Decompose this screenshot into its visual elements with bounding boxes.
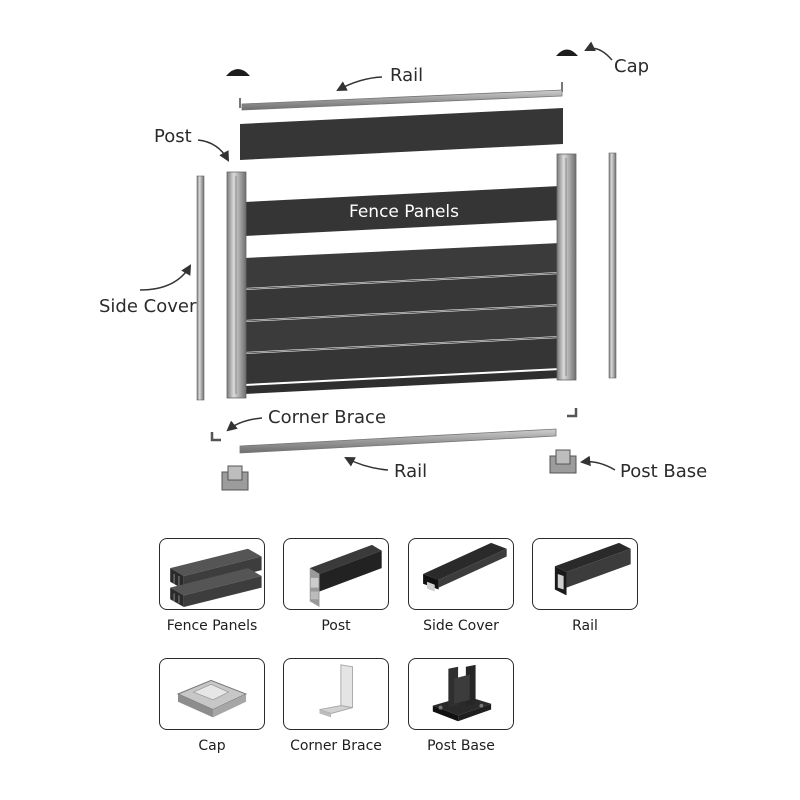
post-base-right xyxy=(549,449,577,474)
post-left xyxy=(226,171,247,399)
corner-brace-icon xyxy=(319,664,354,718)
cap-right xyxy=(556,49,578,56)
label-post-base: Post Base xyxy=(620,461,708,482)
thumb-fence-panels xyxy=(159,538,265,610)
label-corner-brace: Corner Brace xyxy=(268,407,387,428)
label-rail-bottom: Rail xyxy=(394,461,428,482)
thumb-side-cover xyxy=(408,538,514,610)
arrow-corner-brace xyxy=(226,417,263,432)
side-cover-right xyxy=(608,152,617,379)
post-right xyxy=(556,153,577,381)
top-floating-panel xyxy=(240,108,563,160)
arrow-side-cover xyxy=(139,264,192,291)
arrow-rail-top xyxy=(336,76,383,92)
thumb-corner-brace xyxy=(283,658,389,730)
label-fence-panels: Fence Panels xyxy=(349,202,460,222)
arrow-rail-bottom xyxy=(344,457,389,471)
thumb-post-base xyxy=(408,658,514,730)
legend-label-post-base: Post Base xyxy=(427,738,495,754)
cap-icon xyxy=(176,679,248,718)
cap-left xyxy=(226,69,250,76)
thumb-cap xyxy=(159,658,265,730)
legend-label-cap: Cap xyxy=(198,738,226,754)
thumb-post xyxy=(283,538,389,610)
exploded-fence-diagram xyxy=(139,41,617,491)
label-side-cover: Side Cover xyxy=(99,296,197,317)
post-icon xyxy=(309,544,382,608)
bottom-rail xyxy=(239,428,557,454)
label-rail-top: Rail xyxy=(390,65,424,86)
legend-label-fence-panels: Fence Panels xyxy=(166,618,258,634)
side-cover-icon xyxy=(423,542,507,592)
fence-panel-icon xyxy=(170,548,262,608)
legend-label-side-cover: Side Cover xyxy=(423,618,499,634)
label-post: Post xyxy=(154,126,192,147)
fence-panel-stack xyxy=(243,186,561,394)
arrow-cap xyxy=(584,41,613,61)
label-cap: Cap xyxy=(614,56,650,77)
thumb-rail xyxy=(532,538,638,610)
corner-brace-right xyxy=(567,408,578,418)
post-base-icon xyxy=(432,664,492,722)
rail-icon xyxy=(554,542,631,596)
arrow-post xyxy=(197,139,230,162)
legend-label-corner-brace: Corner Brace xyxy=(290,738,382,754)
arrow-post-base xyxy=(579,455,616,471)
side-cover-left xyxy=(196,175,205,401)
post-base-left xyxy=(221,465,249,491)
legend-label-post: Post xyxy=(321,618,351,634)
legend-label-rail: Rail xyxy=(572,618,598,634)
top-rail xyxy=(239,82,563,111)
corner-brace-left xyxy=(210,432,221,442)
